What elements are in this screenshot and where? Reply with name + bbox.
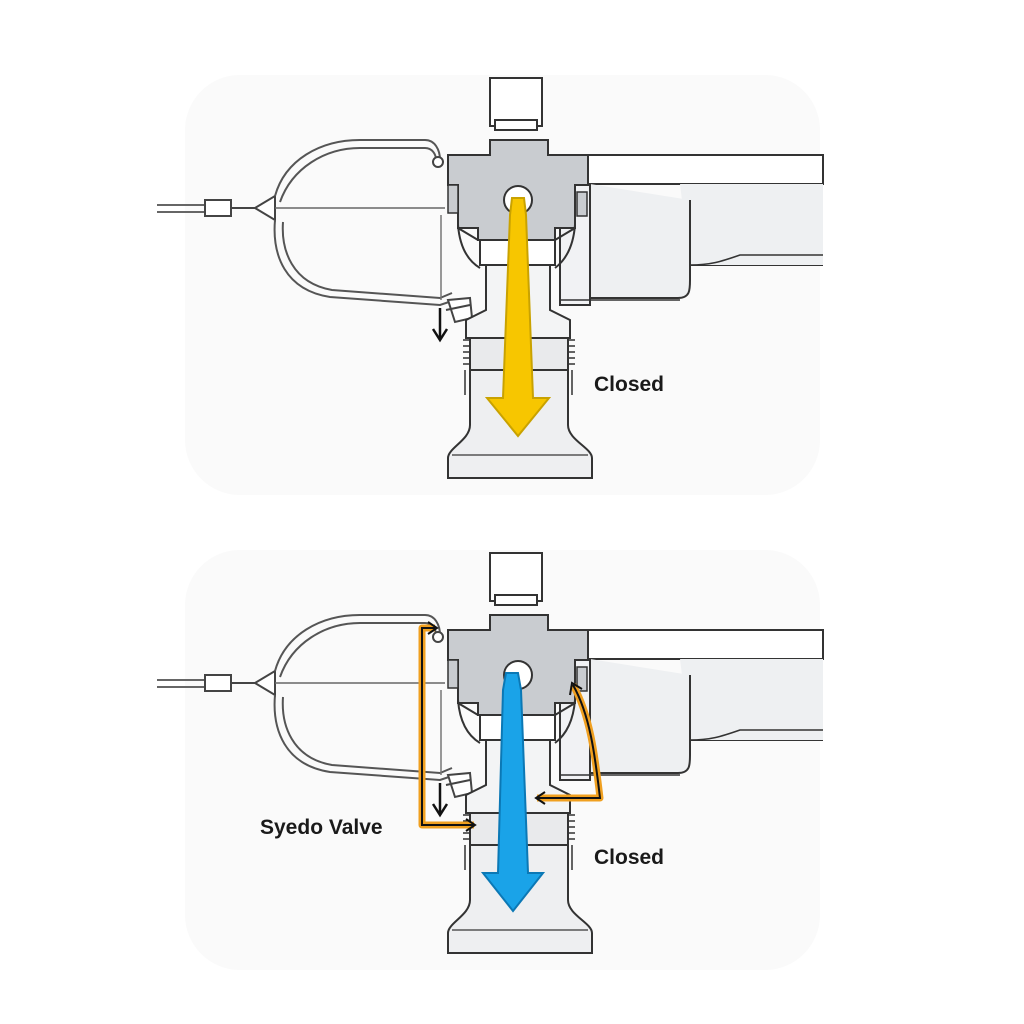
bottom-bypass-left-arrow [418, 621, 477, 832]
bottom-state-label: Closed [594, 846, 664, 869]
bottom-valve-assembly: Syedo Valve Closed [155, 548, 825, 972]
top-valve-assembly: Closed [155, 73, 825, 497]
bottom-bypass-right-arrow [534, 681, 604, 805]
top-state-label: Closed [594, 373, 664, 396]
top-valve-body [155, 73, 825, 497]
bottom-flow-arrow [480, 672, 546, 913]
top-flow-arrow [484, 197, 552, 438]
bottom-callout-label: Syedo Valve [260, 816, 383, 839]
bottom-valve-body [155, 548, 825, 972]
